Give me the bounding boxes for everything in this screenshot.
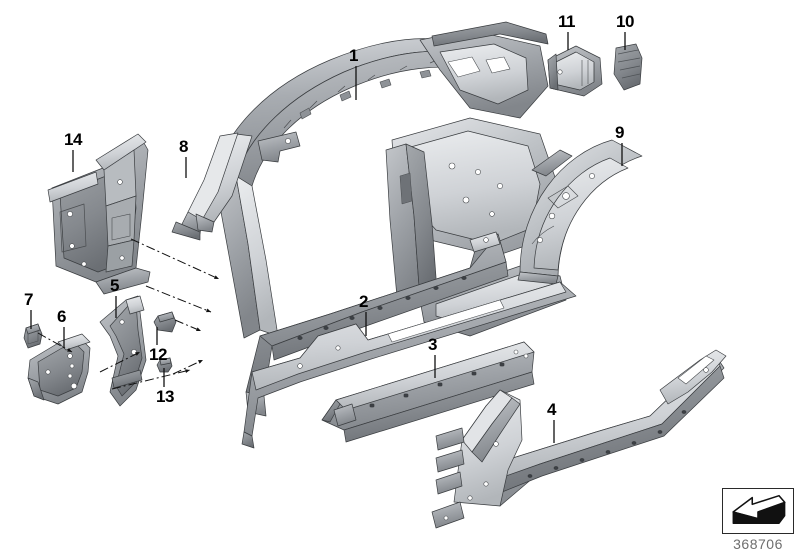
callout-number-7: 7 [24,290,33,309]
leader-5-to-body [145,285,212,313]
leader-7-to-6 [37,332,73,353]
part-5-a-pillar-lower-bracket [99,295,147,407]
leader-13-to-body [172,359,204,375]
callout-number-11: 11 [558,12,575,31]
part-2b-outer-rocker-panel [241,281,577,449]
part-11-rear-corner-bracket [547,45,603,97]
callout-number-6: 6 [57,307,66,326]
leader-12-to-body [174,319,202,332]
leader-14-to-body-arrowhead [214,275,219,279]
part-4-rocker-panel-assembly [431,349,727,529]
leader-6-to-5-arrowhead [135,352,140,356]
callout-number-9: 9 [615,123,624,142]
leader-12-to-body-arrowhead [196,327,201,331]
callout-number-14: 14 [64,130,82,149]
leader-6-to-5 [99,351,141,373]
leader-6b-to-body [111,369,191,390]
part-10-small-corrugated-bracket [613,43,643,91]
callout-number-5: 5 [110,276,119,295]
callout-number-4: 4 [547,400,556,419]
callout-number-2: 2 [359,292,368,311]
leader-6b-to-body-arrowhead [185,369,190,373]
leader-5-to-body-arrowhead [206,308,211,313]
callout-number-1: 1 [349,46,358,65]
callout-number-3: 3 [428,335,437,354]
leader-14-to-body [130,238,220,280]
leader-13-to-body-arrowhead [198,360,203,364]
part-9-wheel-arch-outer [517,139,643,285]
leader-7-to-6-arrowhead [67,348,72,352]
part-8-b-pillar-reinforcement [171,132,253,241]
diagram-id-number: 368706 [733,536,783,552]
part-13-clip-nut-tiny [156,357,173,373]
part-7-small-clip-bracket [23,323,43,349]
part-6-front-support-bracket [27,333,91,405]
callout-number-8: 8 [179,137,188,156]
callout-number-12: 12 [149,345,167,364]
callout-number-13: 13 [156,387,174,406]
orientation-icon-box [722,488,794,534]
part-14-front-wheelhouse-panel [47,133,151,295]
callout-number-10: 10 [616,12,634,31]
part-12-clip-nut-small [153,311,177,333]
arrow-3d-icon [732,494,786,525]
